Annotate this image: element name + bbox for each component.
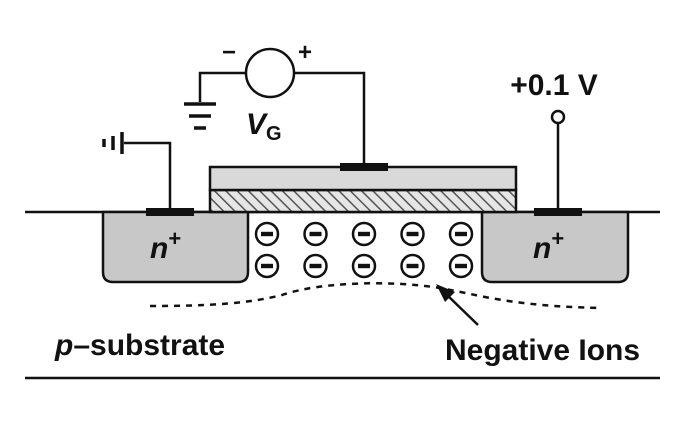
ions-arrow-line	[445, 293, 479, 326]
negative-ions-group	[254, 221, 474, 279]
negative-ion-minus-sign	[309, 231, 322, 237]
drain-n-region	[480, 210, 630, 284]
drain-contact	[534, 208, 582, 216]
negative-ion-minus-sign	[455, 263, 467, 269]
ground-wire	[198, 71, 246, 102]
gate-contact	[340, 163, 388, 171]
source-region-label: n+	[150, 226, 181, 265]
negative-ion-minus-sign	[455, 231, 467, 237]
source-plus-label: +	[298, 39, 312, 66]
negative-ions-label: Negative Ions	[445, 334, 640, 367]
negative-ion-minus-sign	[261, 263, 273, 269]
negative-ion-minus-sign	[358, 231, 370, 237]
source-ground-icon	[102, 132, 124, 154]
source-contact	[146, 208, 194, 216]
ions-arrow-head	[436, 284, 455, 302]
ground-icon	[184, 102, 216, 130]
depletion-boundary	[149, 282, 601, 310]
negative-ion-minus-sign	[406, 263, 419, 269]
negative-ion-minus-sign	[261, 231, 273, 237]
gate-voltage-label: VG	[246, 108, 282, 145]
substrate-label: p–substrate	[54, 329, 225, 362]
gate-wire	[294, 71, 366, 163]
negative-ion-minus-sign	[309, 263, 322, 269]
drain-terminal-icon	[550, 109, 566, 125]
negative-ion-minus-sign	[406, 231, 419, 237]
drain-voltage-label: +0.1 V	[510, 69, 598, 102]
drain-region-label: n+	[533, 226, 564, 265]
source-minus-label: −	[222, 39, 236, 66]
negative-ion-minus-sign	[358, 263, 370, 269]
source-wire	[124, 141, 172, 208]
gate-oxide	[208, 188, 518, 214]
source-n-region	[101, 210, 250, 284]
voltage-source-icon	[244, 47, 296, 99]
